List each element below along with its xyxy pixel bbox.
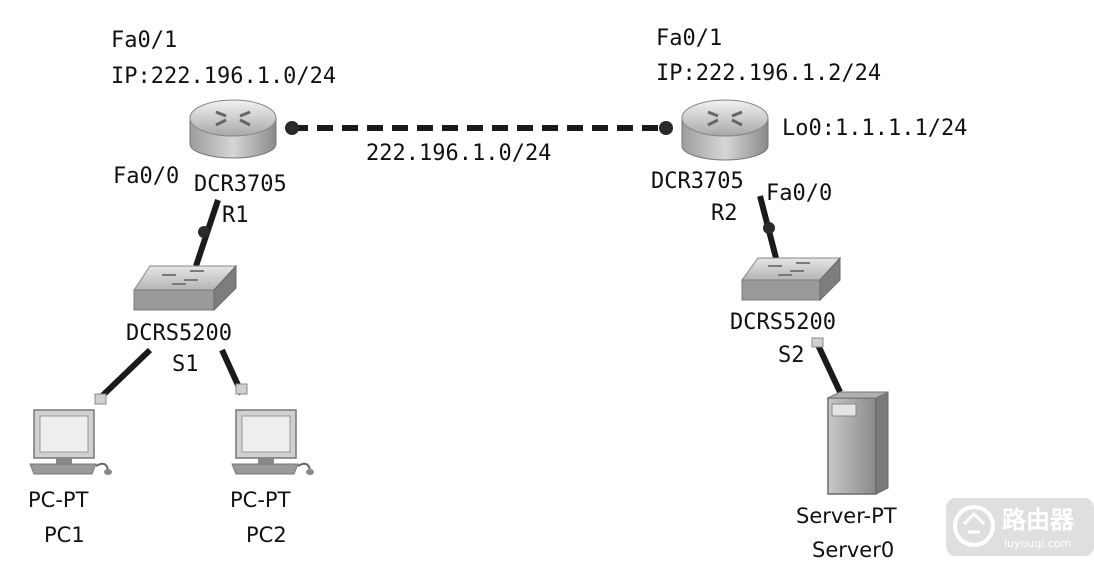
cable-s2-server bbox=[815, 343, 843, 394]
s2-name-label: S2 bbox=[778, 343, 805, 368]
s1-model-label: DCRS5200 bbox=[126, 321, 232, 346]
switch-s2-icon bbox=[741, 256, 842, 302]
r1-fa00-label: Fa0/0 bbox=[113, 164, 180, 189]
port-s2 bbox=[811, 337, 824, 348]
server0-icon bbox=[827, 391, 889, 495]
r1-name-label: R1 bbox=[222, 203, 249, 228]
server0-name-label: Server0 bbox=[812, 538, 895, 562]
watermark-logo bbox=[946, 498, 1094, 556]
s1-name-label: S1 bbox=[172, 352, 199, 377]
router-r2-icon bbox=[681, 99, 769, 161]
port-pc1 bbox=[94, 393, 107, 405]
pc2-model-label: PC-PT bbox=[230, 488, 291, 512]
port-r1-fa01 bbox=[285, 121, 299, 135]
watermark-site: luyouqi.com bbox=[1004, 537, 1072, 550]
r2-model-label: DCR3705 bbox=[651, 169, 744, 194]
pc2-name-label: PC2 bbox=[246, 523, 287, 547]
r1-model-label: DCR3705 bbox=[194, 172, 287, 197]
r2-ip-label: IP:222.196.1.2/24 bbox=[656, 61, 882, 86]
switch-s1-icon bbox=[133, 264, 238, 312]
pc2-icon bbox=[231, 409, 314, 475]
r2-lo0-label: Lo0:1.1.1.1/24 bbox=[782, 116, 968, 141]
r2-fa01-label: Fa0/1 bbox=[656, 26, 723, 51]
cable-s1-pc1 bbox=[97, 347, 153, 401]
link-network-label: 222.196.1.0/24 bbox=[366, 141, 552, 166]
watermark-brand: 路由器 bbox=[1002, 506, 1074, 534]
r2-name-label: R2 bbox=[711, 201, 738, 226]
pc1-model-label: PC-PT bbox=[28, 488, 89, 512]
pc1-name-label: PC1 bbox=[44, 523, 85, 547]
port-r2-fa01 bbox=[659, 121, 673, 135]
port-r2-fa00 bbox=[763, 222, 775, 234]
port-r1-fa00 bbox=[198, 226, 210, 238]
r1-ip-label: IP:222.196.1.0/24 bbox=[111, 64, 337, 89]
port-pc2 bbox=[235, 383, 248, 395]
r1-fa01-label: Fa0/1 bbox=[111, 28, 178, 53]
r2-fa00-label: Fa0/0 bbox=[766, 181, 833, 206]
server0-model-label: Server-PT bbox=[796, 504, 897, 528]
s2-model-label: DCRS5200 bbox=[730, 310, 836, 335]
pc1-icon bbox=[29, 409, 112, 475]
router-r1-icon bbox=[189, 99, 277, 159]
